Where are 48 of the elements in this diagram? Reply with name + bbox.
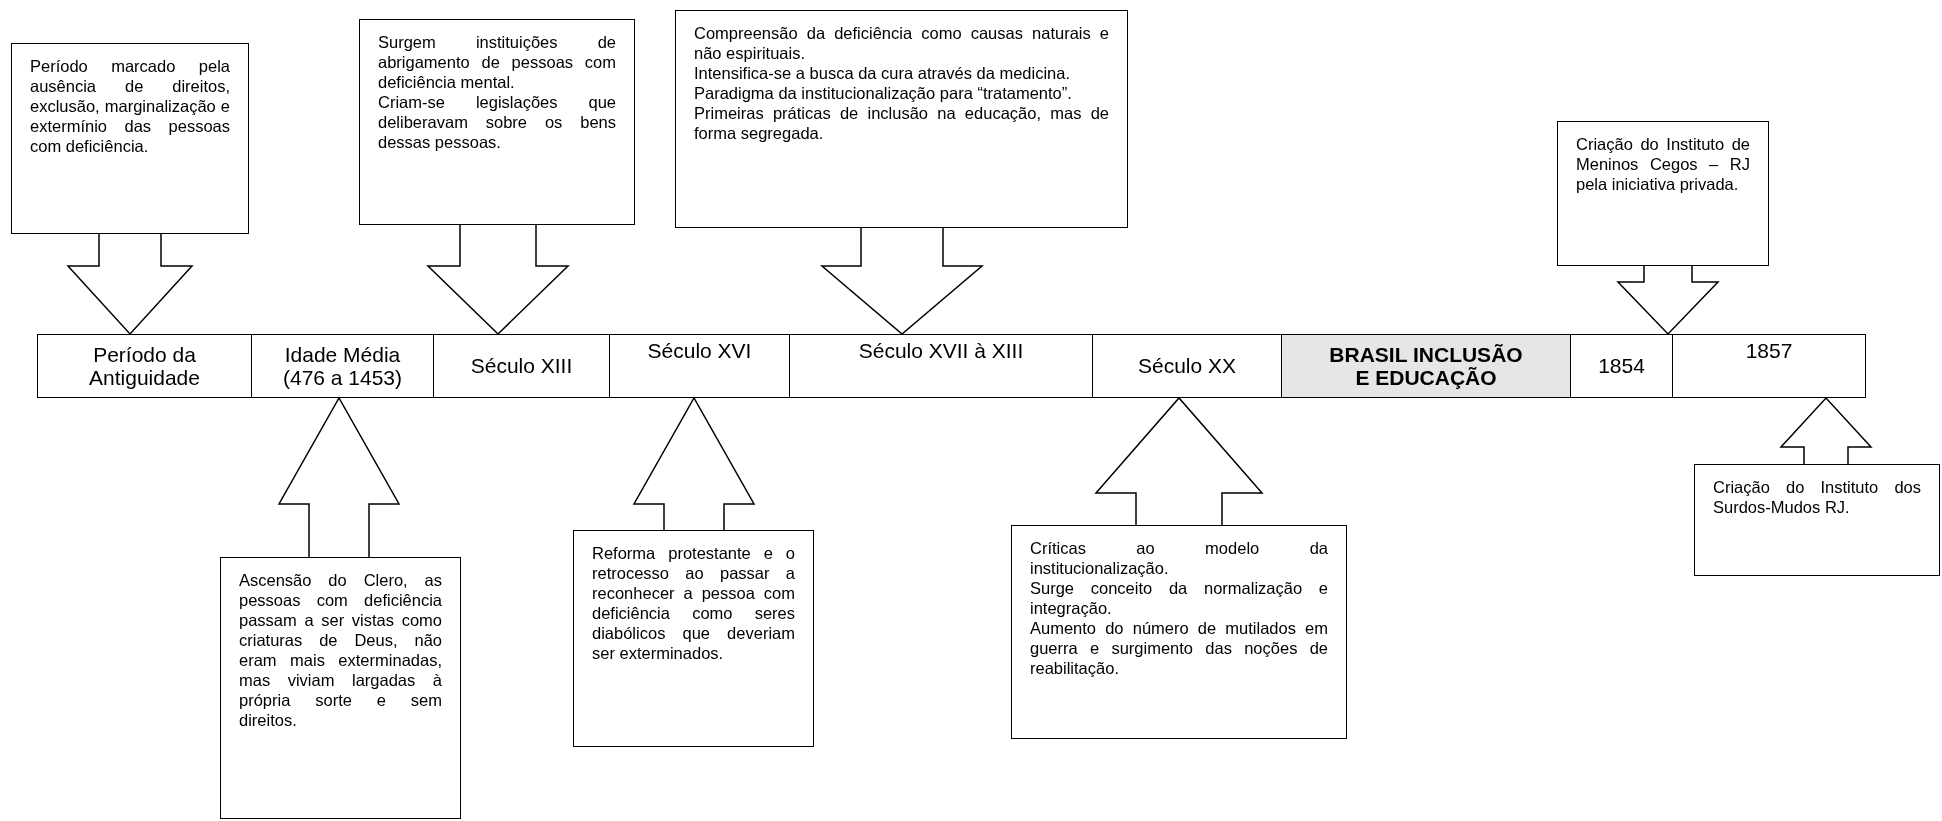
period-label: Século XIII	[470, 354, 573, 378]
callout-text: Ascensão do Clero, as pessoas com deficiência passam a ser vistas como criaturas de Deus, não eram mais exterminadas, mas viviam largadas à própria sorte e sem direitos.	[239, 570, 442, 730]
timeline-cell	[1281, 334, 1571, 398]
callout-box	[675, 10, 1128, 228]
callout-text: Período marcado pela ausência de direitos, exclusão, marginalização e extermínio das pessoas com deficiência.	[30, 56, 230, 156]
callout-box	[11, 43, 249, 234]
timeline-cell	[789, 334, 1093, 398]
block-arrow	[819, 227, 985, 335]
callout-box	[1694, 464, 1940, 576]
period-label: 1854	[1598, 354, 1645, 378]
callout-text: Criação do Instituto de Meninos Cegos – RJ pela iniciativa privada.	[1576, 134, 1750, 194]
callout-text: Surgem instituições de abrigamento de pessoas com deficiência mental.	[378, 32, 616, 92]
callout-text: Paradigma da institucionalização para “tratamento”.	[694, 83, 1073, 103]
block-arrow	[426, 224, 570, 336]
timeline-cell	[1672, 334, 1866, 398]
period-label: 1857	[1745, 339, 1793, 363]
timeline-cell	[251, 334, 434, 398]
period-label: Século XX	[1137, 354, 1237, 378]
period-label: Século XVI	[647, 339, 752, 363]
callout-box	[220, 557, 461, 819]
callout-text: Criam-se legislações que deliberavam sobre os bens dessas pessoas.	[378, 92, 616, 152]
block-arrow	[277, 396, 401, 558]
callout-text: Reforma protestante e o retrocesso ao passar a reconhecer a pessoa com deficiência como seres diabólicos que deveriam ser exterminados.	[592, 543, 795, 663]
callout-text: Aumento do número de mutilados em guerra e surgimento das noções de reabilitação.	[1030, 618, 1328, 678]
callout-text: Críticas ao modelo da institucionalização.	[1030, 538, 1328, 578]
timeline-cell	[1092, 334, 1282, 398]
timeline-cell	[433, 334, 610, 398]
callout-text: Primeiras práticas de inclusão na educação, mas de forma segregada.	[694, 103, 1109, 143]
timeline-cell	[37, 334, 252, 398]
callout-text: Criação do Instituto dos Surdos-Mudos RJ.	[1713, 477, 1921, 517]
callout-box	[573, 530, 814, 747]
period-label: Século XVII à XIII	[858, 339, 1024, 363]
block-arrow	[1616, 265, 1720, 336]
callout-text: Surge conceito da normalização e integração.	[1030, 578, 1328, 618]
block-arrow	[1779, 396, 1873, 465]
callout-box	[1557, 121, 1769, 266]
block-arrow	[1094, 396, 1264, 526]
callout-text: Compreensão da deficiência como causas naturais e não espirituais.	[694, 23, 1109, 63]
period-label: BRASIL INCLUSÃO E EDUCAÇÃO	[1328, 342, 1524, 390]
callout-text: Intensifica-se a busca da cura através da medicina.	[694, 63, 1072, 83]
period-label: Período da Antiguidade	[88, 342, 201, 390]
timeline-cell	[609, 334, 790, 398]
period-label: Idade Média (476 a 1453)	[281, 342, 404, 390]
block-arrow	[632, 396, 756, 531]
timeline-cell	[1570, 334, 1673, 398]
block-arrow	[66, 233, 194, 336]
callout-box	[1011, 525, 1347, 739]
callout-box	[359, 19, 635, 225]
